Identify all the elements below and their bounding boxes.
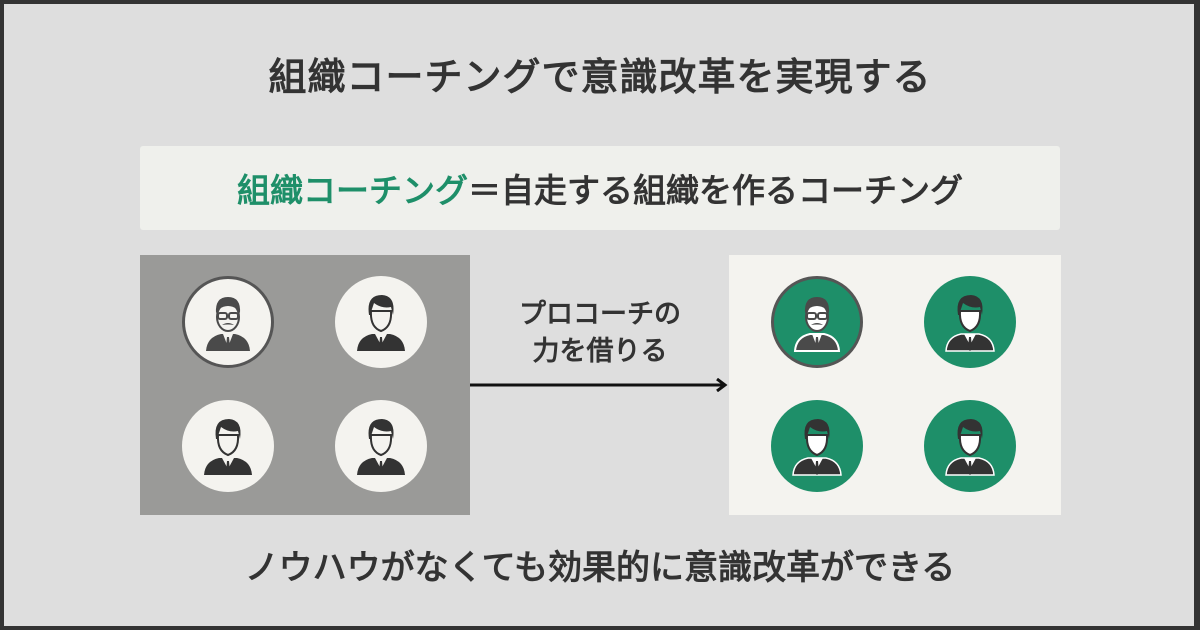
coach-avatar bbox=[771, 276, 863, 368]
transition-label: プロコーチの 力を借りる bbox=[470, 296, 730, 370]
definition-callout: 組織コーチング＝自走する組織を作るコーチング bbox=[140, 146, 1060, 230]
coach-avatar bbox=[182, 276, 274, 368]
member-avatar bbox=[335, 276, 427, 368]
member-avatar bbox=[924, 276, 1016, 368]
member-person-icon bbox=[945, 295, 995, 352]
before-group-panel bbox=[140, 255, 470, 515]
member-avatar bbox=[924, 400, 1016, 492]
member-person-icon bbox=[945, 419, 995, 476]
coach-person-icon bbox=[206, 297, 250, 351]
conclusion-text: ノウハウがなくても効果的に意識改革ができる bbox=[244, 548, 956, 588]
callout-text: ＝自走する組織を作るコーチング bbox=[468, 171, 963, 210]
member-avatar bbox=[182, 400, 274, 492]
member-person-icon bbox=[792, 419, 842, 476]
member-person-icon bbox=[357, 419, 405, 475]
page-title: 組織コーチングで意識改革を実現する bbox=[268, 55, 932, 99]
after-group-panel bbox=[729, 255, 1061, 515]
transition-label-line1: プロコーチの bbox=[519, 299, 681, 330]
member-avatar bbox=[771, 400, 863, 492]
transition-label-line2: 力を借りる bbox=[532, 336, 668, 367]
member-avatar bbox=[335, 400, 427, 492]
arrow-right-icon bbox=[470, 378, 728, 392]
member-person-icon bbox=[204, 419, 252, 475]
coach-person-icon bbox=[793, 297, 841, 352]
callout-highlight: 組織コーチング bbox=[237, 171, 468, 210]
member-person-icon bbox=[357, 295, 405, 351]
